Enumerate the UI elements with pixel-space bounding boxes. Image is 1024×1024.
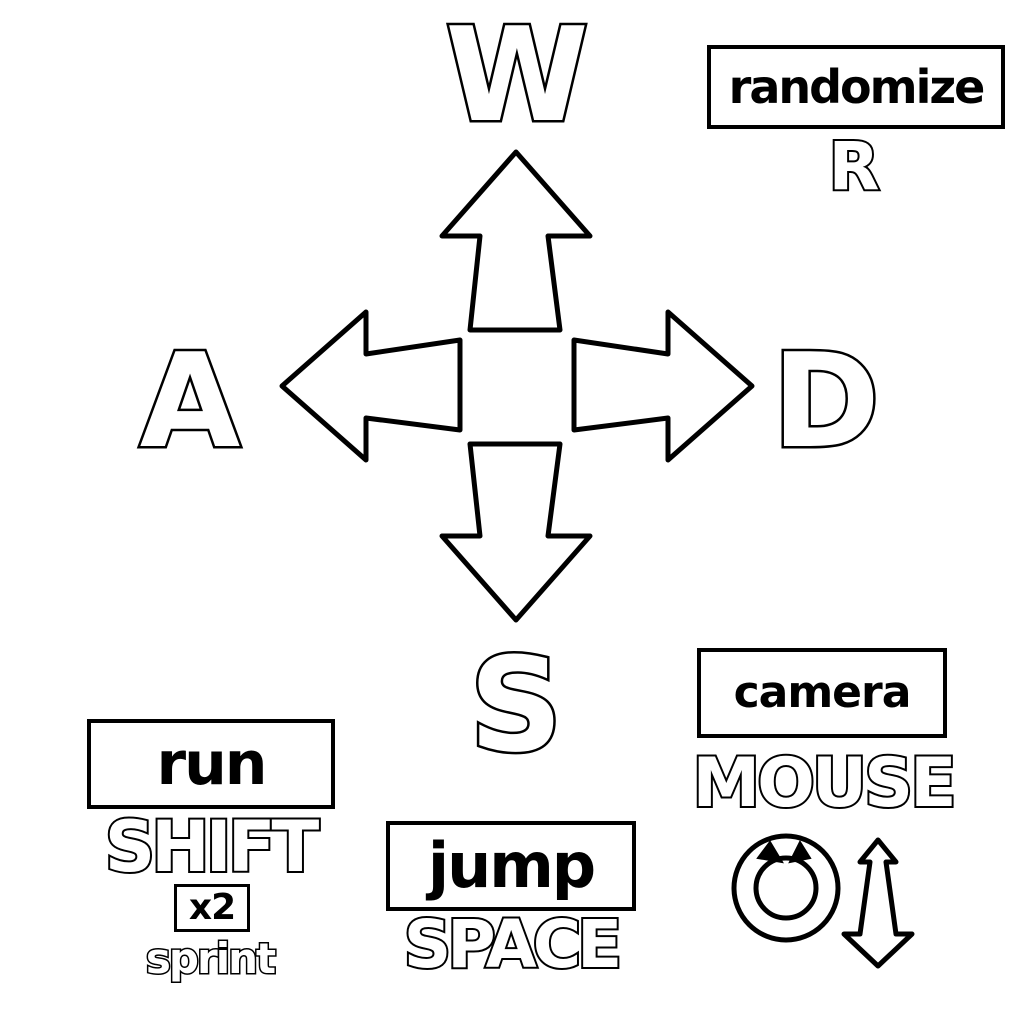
arrow-up-icon [439, 149, 593, 333]
randomize-action-label: randomize [707, 45, 1005, 129]
key-r-label: R [827, 128, 882, 205]
key-a-label: A [137, 325, 243, 477]
key-s-label: S [467, 629, 566, 781]
arrow-right-icon [571, 309, 755, 463]
run-action-label: run [87, 719, 335, 809]
key-d-label: D [770, 325, 883, 477]
camera-action-label: camera [697, 648, 947, 738]
jump-action-label: jump [386, 821, 636, 911]
vertical-arrow-icon [841, 837, 915, 969]
rotate-icon [731, 833, 841, 943]
space-input-label: SPACE [402, 906, 624, 983]
sprint-multiplier-badge: x2 [174, 884, 250, 932]
arrow-down-icon [439, 441, 593, 623]
arrow-left-icon [279, 309, 463, 463]
mouse-input-label: MOUSE [690, 744, 958, 823]
sprint-label: sprint [144, 934, 277, 983]
key-w-label: W [443, 0, 591, 151]
shift-input-label: SHIFT [103, 806, 322, 888]
